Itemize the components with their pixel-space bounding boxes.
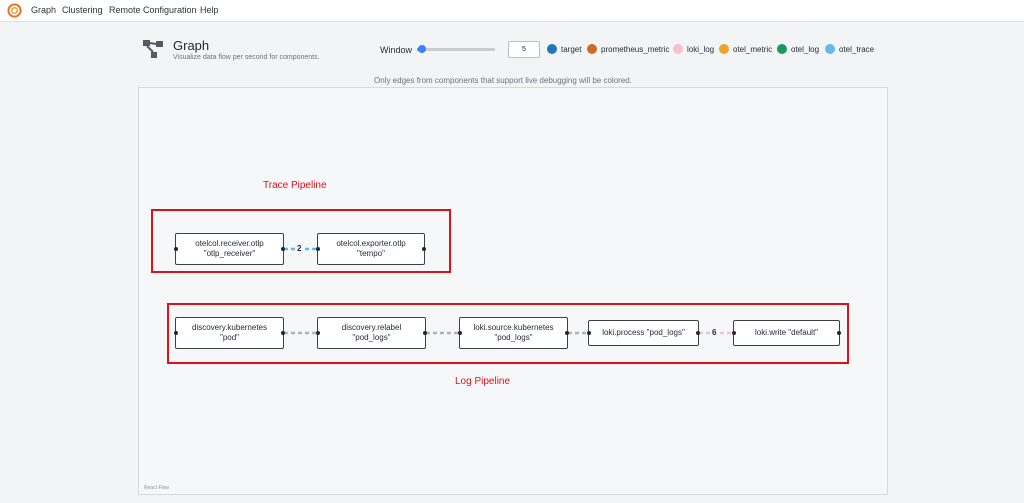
- legend-dot: [547, 44, 557, 54]
- node-otelcol-receiver-otlp[interactable]: otelcol.receiver.otlp "otlp_receiver": [174, 233, 285, 265]
- trace-pipeline-annotation-label: Trace Pipeline: [263, 180, 327, 191]
- legend-item-otel-log: otel_log: [777, 44, 819, 54]
- node-label: "tempo": [357, 249, 385, 258]
- log-pipeline-annotation-box: [167, 303, 849, 364]
- node-output-handle[interactable]: [696, 331, 700, 335]
- nav-clustering[interactable]: Clustering: [62, 5, 103, 15]
- node-output-handle[interactable]: [423, 331, 427, 335]
- legend-label: otel_log: [791, 44, 820, 54]
- node-label: "pod": [219, 333, 240, 342]
- legend-item-otel-trace: otel_trace: [825, 44, 874, 54]
- node-input-handle[interactable]: [174, 331, 178, 335]
- edge-log-3-label: 6: [711, 328, 718, 337]
- node-type: discovery.relabel: [341, 323, 402, 332]
- node-loki-write[interactable]: loki.write "default": [732, 320, 841, 346]
- legend-dot: [673, 44, 683, 54]
- grafana-alloy-logo-icon[interactable]: [7, 3, 22, 18]
- node-label: "otlp_receiver": [203, 249, 256, 258]
- node-type: loki.write "default": [754, 328, 819, 337]
- graph-icon: [143, 40, 163, 58]
- graph-canvas[interactable]: React Flow: [138, 87, 888, 495]
- node-otelcol-exporter-otlp[interactable]: otelcol.exporter.otlp "tempo": [316, 233, 426, 265]
- legend-label: otel_trace: [839, 44, 875, 54]
- node-input-handle[interactable]: [587, 331, 591, 335]
- edge-trace-0-label: 2: [296, 244, 303, 253]
- node-output-handle[interactable]: [837, 331, 841, 335]
- node-input-handle[interactable]: [316, 331, 320, 335]
- trace-pipeline-annotation-box: [151, 209, 451, 273]
- node-output-handle[interactable]: [565, 331, 569, 335]
- node-input-handle[interactable]: [174, 247, 178, 251]
- node-type: discovery.kubernetes: [192, 323, 267, 332]
- legend-item-target: target: [547, 44, 581, 54]
- top-navigation: Graph Clustering Remote Configuration He…: [0, 0, 1024, 22]
- node-discovery-kubernetes[interactable]: discovery.kubernetes "pod": [174, 317, 285, 349]
- nav-help[interactable]: Help: [200, 5, 219, 15]
- node-loki-source-kubernetes[interactable]: loki.source.kubernetes "pod_logs": [458, 317, 569, 349]
- legend-dot: [825, 44, 835, 54]
- page-title: Graph: [173, 38, 210, 53]
- legend-label: target: [561, 44, 582, 54]
- legend-label: prometheus_metric: [601, 44, 670, 54]
- nav-remote-configuration[interactable]: Remote Configuration: [109, 5, 197, 15]
- node-type: loki.process "pod_logs": [602, 328, 685, 337]
- node-discovery-relabel[interactable]: discovery.relabel "pod_logs": [316, 317, 427, 349]
- legend-item-otel-metric: otel_metric: [719, 44, 772, 54]
- legend-item-loki-log: loki_log: [673, 44, 714, 54]
- node-type: otelcol.exporter.otlp: [336, 239, 406, 248]
- window-slider-thumb[interactable]: [417, 45, 426, 53]
- node-type: loki.source.kubernetes: [473, 323, 554, 332]
- legend-label: otel_metric: [733, 44, 773, 54]
- node-input-handle[interactable]: [316, 247, 320, 251]
- node-input-handle[interactable]: [732, 331, 736, 335]
- react-flow-attribution[interactable]: React Flow: [144, 485, 170, 491]
- live-debugging-notice: Only edges from components that support …: [374, 76, 632, 85]
- node-output-handle[interactable]: [422, 247, 426, 251]
- page-subtitle: Visualize data flow per second for compo…: [173, 54, 320, 61]
- node-output-handle[interactable]: [281, 331, 285, 335]
- legend-label: loki_log: [687, 44, 715, 54]
- legend-dot: [587, 44, 597, 54]
- node-loki-process[interactable]: loki.process "pod_logs": [587, 320, 700, 346]
- window-slider[interactable]: [417, 45, 495, 53]
- legend-item-prometheus-metric: prometheus_metric: [587, 44, 669, 54]
- node-label: "pod_logs": [494, 333, 533, 342]
- node-type: otelcol.receiver.otlp: [195, 239, 264, 248]
- window-value-input[interactable]: 5: [508, 41, 540, 58]
- node-output-handle[interactable]: [281, 247, 285, 251]
- nav-graph[interactable]: Graph: [31, 5, 57, 15]
- node-label: "pod_logs": [352, 333, 391, 342]
- node-input-handle[interactable]: [458, 331, 462, 335]
- log-pipeline-annotation-label: Log Pipeline: [455, 376, 511, 387]
- legend-dot: [719, 44, 729, 54]
- window-label: Window: [380, 45, 413, 55]
- legend-dot: [777, 44, 787, 54]
